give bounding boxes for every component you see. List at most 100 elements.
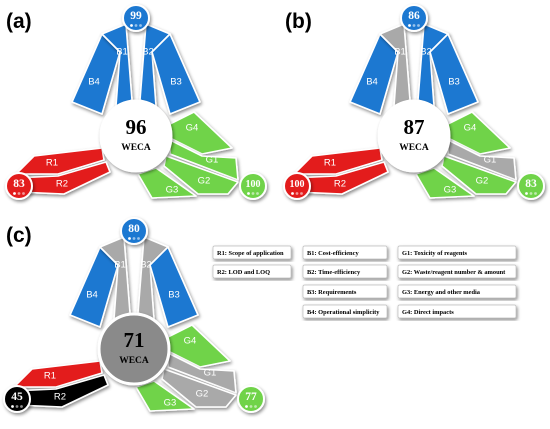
badge-green: 77	[237, 385, 265, 413]
segment-label-r1: R1	[324, 158, 336, 169]
segment-g2	[161, 368, 237, 408]
badge-blue: 86	[400, 4, 428, 32]
center-score: 96	[126, 115, 147, 139]
segment-r1	[293, 147, 383, 175]
legend-entry: R1: Scope of application	[217, 250, 284, 257]
segment-label-b4: B4	[88, 77, 100, 88]
center-circle	[99, 99, 173, 173]
center-score: 87	[404, 115, 425, 139]
badge-dot	[13, 192, 16, 195]
segment-label-g2: G2	[198, 176, 211, 187]
badge-circle	[400, 4, 428, 32]
badge-dot	[254, 405, 257, 408]
legend-box	[397, 264, 517, 279]
segment-label-b1: B1	[116, 47, 128, 58]
segment-label-g3: G3	[166, 185, 179, 196]
badge-dot	[417, 24, 420, 27]
badge-dot	[534, 192, 537, 195]
badge-circle	[517, 172, 545, 200]
segment-label-g1: G1	[484, 155, 497, 166]
segment-b3	[429, 33, 479, 115]
segment-label-r2: R2	[334, 179, 346, 190]
segment-label-g2: G2	[476, 176, 489, 187]
legend-entry: B3: Requirements	[307, 289, 357, 296]
segment-label-b1: B1	[114, 260, 126, 271]
center-caption: WECA	[121, 143, 151, 153]
badge-dot	[295, 192, 299, 195]
segment-b3	[151, 33, 201, 115]
badge-dot	[15, 405, 19, 408]
badge-dot	[412, 24, 416, 27]
segment-g3	[137, 167, 197, 199]
segment-label-b4: B4	[86, 290, 98, 301]
badge-red: 83	[5, 172, 33, 200]
legend-entry: R2: LOD and LOQ	[217, 269, 270, 276]
segment-label-b1: B1	[394, 47, 406, 58]
badge-dot	[22, 192, 25, 195]
badge-score: 80	[128, 223, 140, 235]
legend-entry: B1: Cost-efficiency	[307, 250, 359, 257]
badge-green: 100	[239, 172, 267, 200]
badge-dot	[139, 24, 142, 27]
segment-g2	[441, 155, 517, 195]
panel-label: (a)	[6, 10, 32, 33]
segment-label-r1: R1	[44, 371, 56, 382]
badge-dot	[408, 24, 411, 27]
badge-dot	[245, 405, 248, 408]
segment-label-r2: R2	[54, 392, 66, 403]
center-score: 71	[124, 328, 145, 352]
center-circle	[377, 99, 451, 173]
badge-dot	[134, 24, 138, 27]
badge-dot	[300, 192, 303, 195]
badge-dot	[17, 192, 21, 195]
segment-label-g4: G4	[464, 123, 477, 134]
segment-label-b3: B3	[170, 77, 182, 88]
badge-circle	[237, 385, 265, 413]
segment-b4	[71, 33, 121, 115]
segment-label-g1: G1	[206, 155, 219, 166]
segment-b3	[149, 246, 199, 328]
segment-g3	[135, 380, 195, 412]
badge-score: 45	[11, 391, 23, 403]
legend-entry: B4: Operational simplicity	[307, 309, 380, 316]
badge-dot	[529, 192, 533, 195]
segment-label-g1: G1	[204, 368, 217, 379]
segment-label-g4: G4	[186, 123, 199, 134]
badge-dot	[20, 405, 23, 408]
legend-box	[212, 245, 292, 260]
badge-dot	[247, 192, 250, 195]
segment-label-g3: G3	[164, 398, 177, 409]
segment-g3	[415, 167, 475, 199]
badge-blue: 99	[122, 4, 150, 32]
legend-box	[212, 264, 292, 279]
badge-score: 100	[290, 179, 305, 190]
badge-dot	[256, 192, 259, 195]
segment-b1	[101, 23, 133, 107]
badge-score: 86	[408, 10, 420, 22]
segment-label-b2: B2	[420, 47, 432, 58]
badge-blue: 80	[120, 217, 148, 245]
badge-dot	[525, 192, 528, 195]
legend-box	[397, 245, 517, 260]
badge-score: 83	[525, 178, 537, 190]
legend-box	[302, 284, 388, 299]
legend-box	[397, 284, 517, 299]
badge-dot	[132, 237, 136, 240]
segment-label-g4: G4	[184, 336, 197, 347]
badge-dot	[251, 192, 255, 195]
panel-label: (c)	[6, 224, 32, 247]
badge-circle	[120, 217, 148, 245]
badge-circle	[3, 385, 31, 413]
segment-label-b2: B2	[140, 260, 152, 271]
legend-entry: G3: Energy and other media	[402, 289, 481, 296]
badge-score: 100	[246, 179, 261, 190]
badge-dot	[130, 24, 133, 27]
segment-label-r1: R1	[46, 158, 58, 169]
badge-dot	[137, 237, 140, 240]
badge-green: 83	[517, 172, 545, 200]
legend-entry: B2: Time-efficiency	[307, 269, 361, 276]
